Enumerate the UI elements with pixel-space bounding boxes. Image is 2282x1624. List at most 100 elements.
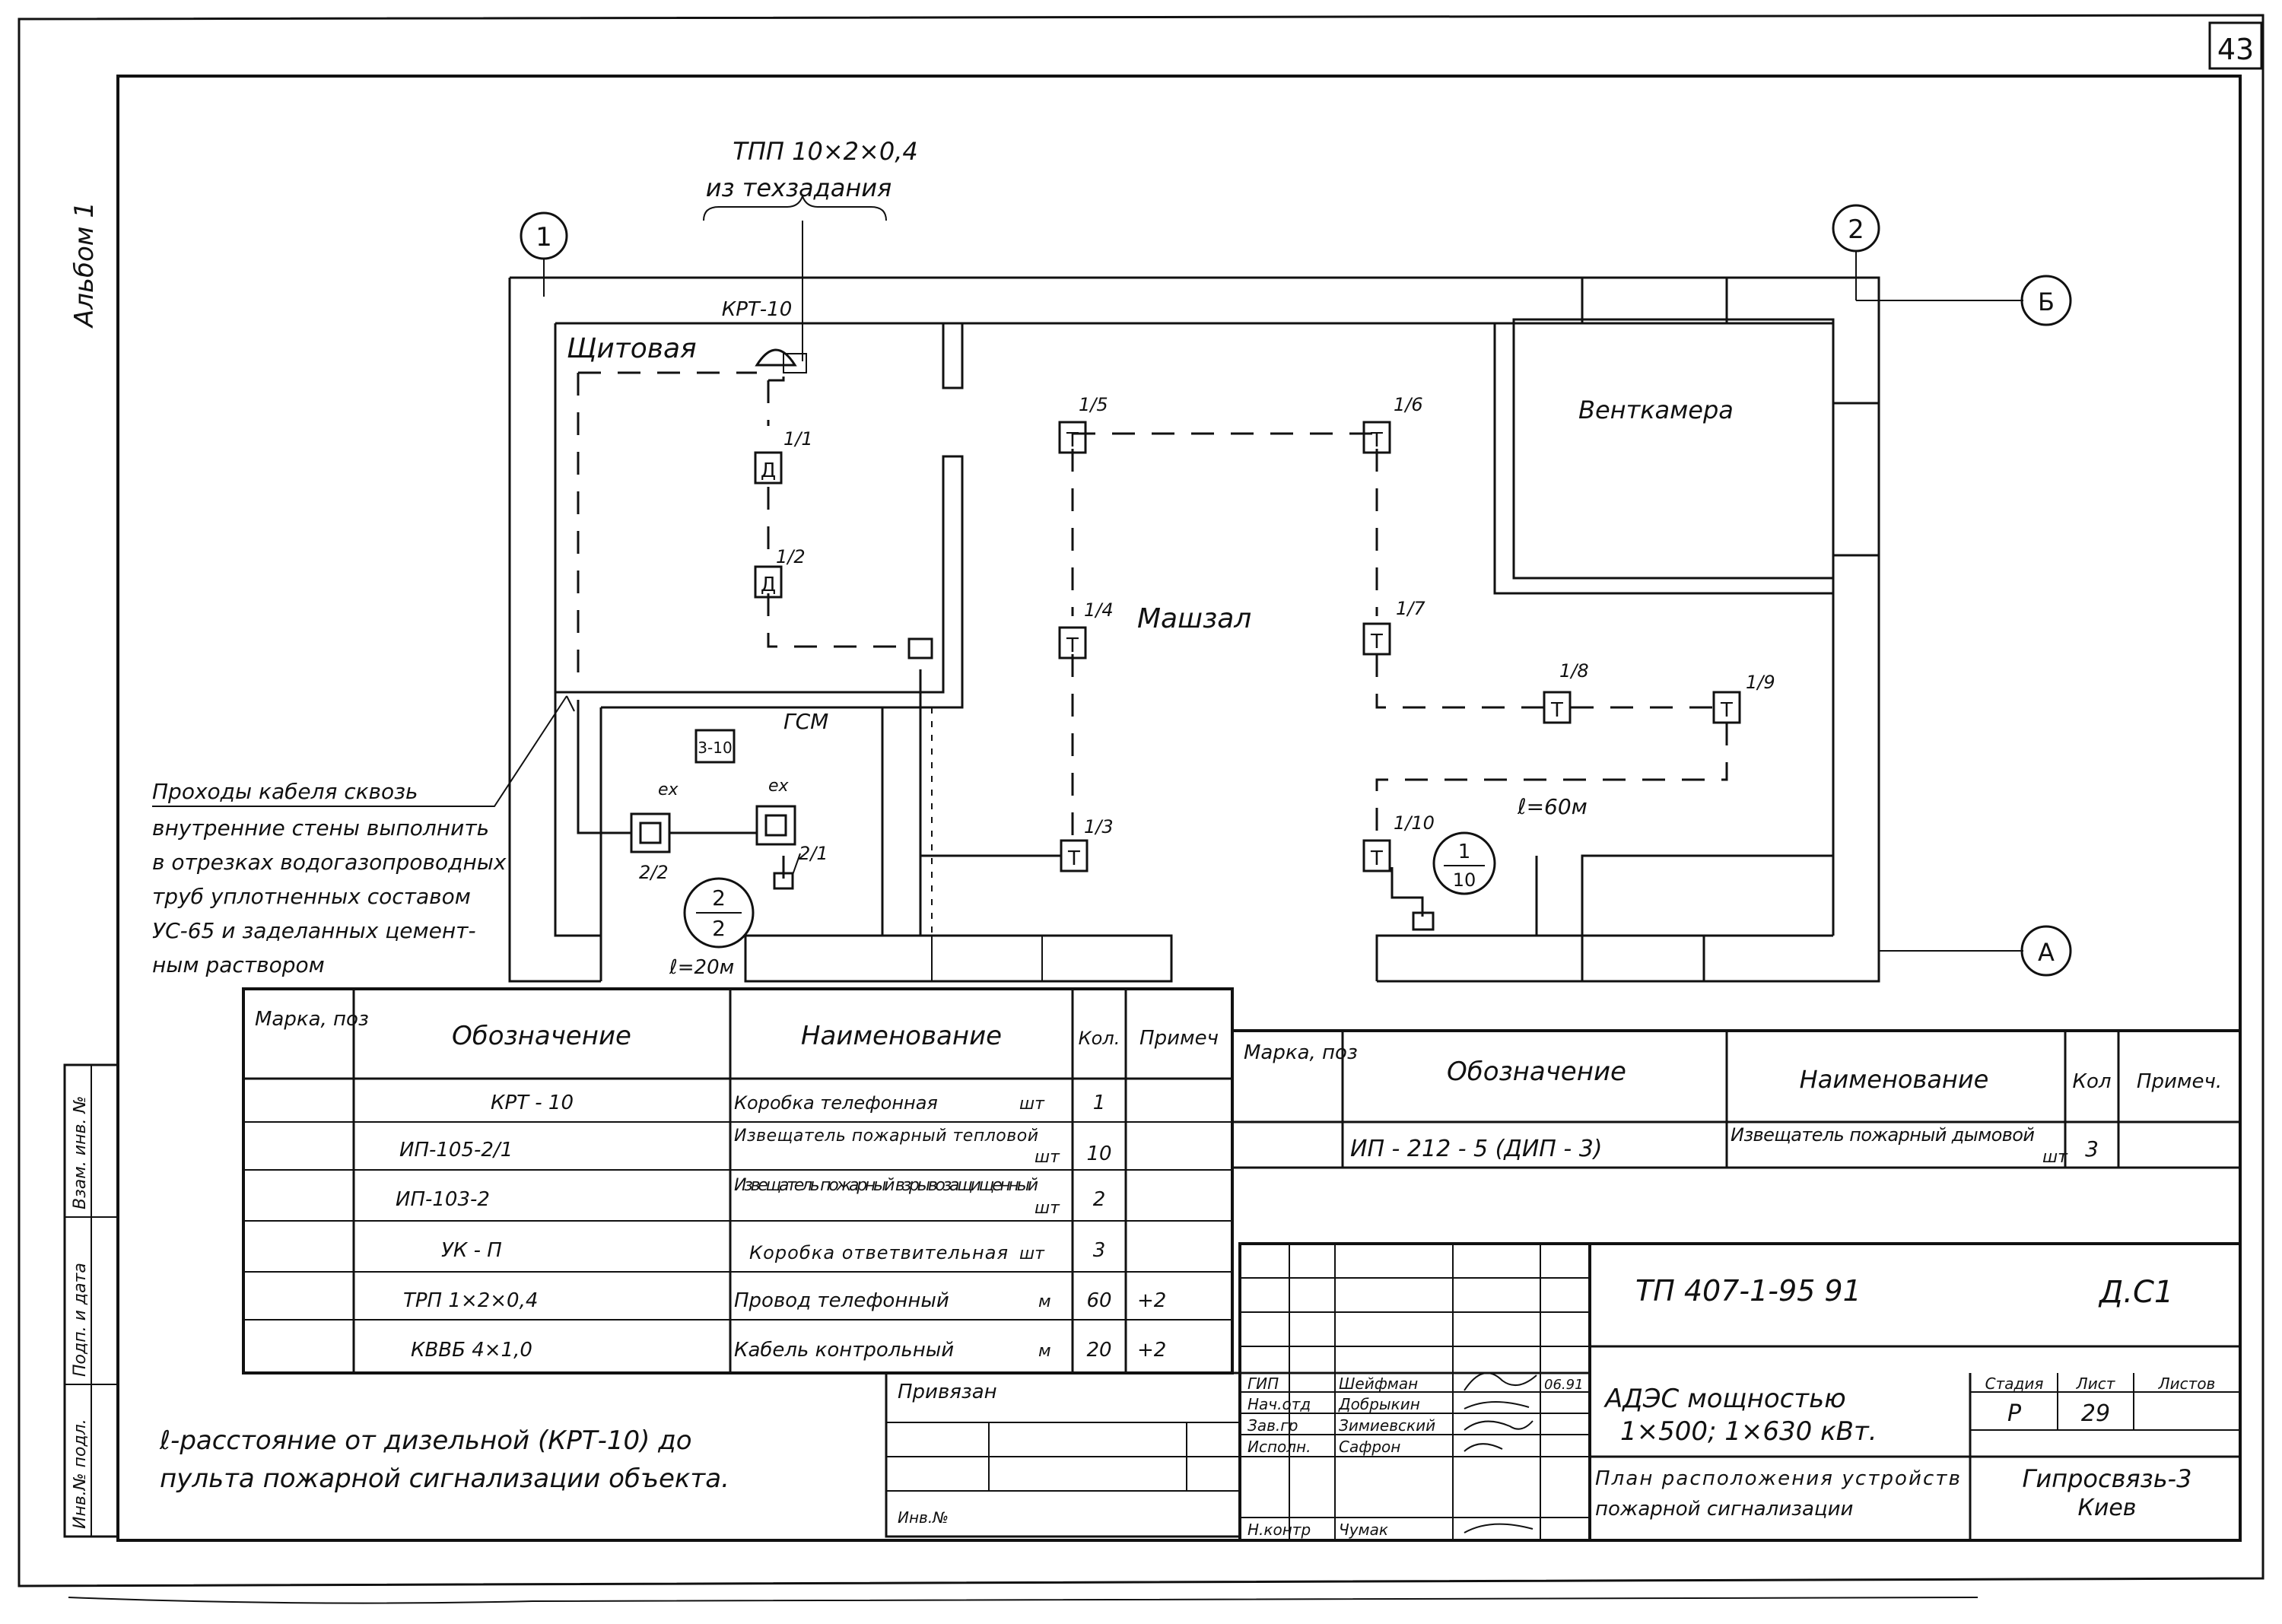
org-line-2: Киев <box>2078 1495 2137 1521</box>
page-number: 43 <box>2217 33 2254 66</box>
svg-text:Провод телефонный: Провод телефонный <box>734 1289 949 1312</box>
svg-text:шт: шт <box>1019 1244 1045 1263</box>
svg-text:в отрезках водогазопроводных: в отрезках водогазопроводных <box>152 850 507 875</box>
detector-1-3: Т <box>1060 839 1089 872</box>
junction-box-mashzal <box>1412 911 1435 931</box>
label-2-1: 2/1 <box>799 843 828 864</box>
doc-code: ТП 407-1-95 91 <box>1635 1274 1861 1308</box>
room-gsm: ГСМ <box>783 709 828 734</box>
role-nach-otd: Нач.отд <box>1247 1395 1311 1413</box>
label-1-3: 1/3 <box>1084 816 1114 837</box>
inv-small-label: Инв.№ <box>898 1508 949 1527</box>
svg-text:1: 1 <box>1458 841 1471 863</box>
tl-row-5: ТРП 1×2×0,4 Провод телефонный м 60 +2 <box>403 1289 1166 1312</box>
org-line-1: Гипросвязь-3 <box>2023 1464 2192 1493</box>
detector-1-10: Т <box>1362 839 1391 872</box>
svg-text:шт: шт <box>1035 1148 1060 1167</box>
label-1-10: 1/10 <box>1394 812 1435 834</box>
role-n-kontr: Н.контр <box>1247 1521 1311 1539</box>
svg-text:2: 2 <box>712 885 726 911</box>
room-mashzal: Машзал <box>1137 603 1251 634</box>
label-1-1: 1/1 <box>783 428 813 450</box>
svg-text:УС-65 и заделанных цемент-: УС-65 и заделанных цемент- <box>152 918 476 943</box>
svg-text:м: м <box>1038 1292 1051 1311</box>
label-1-9: 1/9 <box>1746 672 1775 693</box>
name-ispoln: Сафрон <box>1339 1438 1400 1456</box>
box-3-10 <box>694 729 736 764</box>
svg-text:ИП - 212 - 5 (ДИП - 3): ИП - 212 - 5 (ДИП - 3) <box>1350 1136 1603 1162</box>
svg-text:шт: шт <box>1035 1199 1060 1218</box>
label-ex-2: ex <box>768 777 790 796</box>
label-1-4: 1/4 <box>1084 599 1114 621</box>
svg-text:Коробка телефонная: Коробка телефонная <box>734 1092 938 1114</box>
svg-text:КВВБ 4×1,0: КВВБ 4×1,0 <box>411 1339 532 1362</box>
footnote: ℓ-расстояние от дизельной (КРТ-10) до пу… <box>159 1425 729 1494</box>
tl-row-3: ИП-103-2 Извещатель пожарный взрывозащищ… <box>396 1176 1105 1218</box>
room-shitovaya: Щитовая <box>567 333 697 364</box>
svg-text:УК - П: УК - П <box>441 1239 502 1262</box>
tr-h-note: Примеч. <box>2137 1070 2222 1093</box>
label-ex-1: ex <box>658 780 679 799</box>
cable-passage-note: Проходы кабеля сквозь внутренние стены в… <box>152 779 507 977</box>
svg-text:2: 2 <box>712 916 726 941</box>
tr-h-name: Наименование <box>1800 1065 1989 1094</box>
side-stamp-vzam-inv: Взам. инв. № <box>71 1096 90 1209</box>
tr-h-qty: Кол <box>2073 1070 2112 1093</box>
sign-date: 06.91 <box>1544 1377 1584 1393</box>
svg-text:Т: Т <box>1370 847 1383 870</box>
name-nach-otd: Добрыкин <box>1338 1395 1420 1413</box>
svg-text:10: 10 <box>1453 869 1476 891</box>
role-ispoln: Исполн. <box>1247 1438 1311 1456</box>
svg-text:внутренние стены выполнить: внутренние стены выполнить <box>152 815 489 841</box>
svg-text:Коробка ответвительная: Коробка ответвительная <box>749 1242 1008 1263</box>
spec-table-left: Марка, поз Обозначение Наименование Кол.… <box>242 987 1234 1375</box>
drawing-line-2: пожарной сигнализации <box>1595 1498 1853 1521</box>
floor-plan: 1 2 Б А ТПП 10×2×0,4 из техзадания КРТ-1… <box>152 137 2072 983</box>
signatures <box>1464 1372 1537 1533</box>
label-1-8: 1/8 <box>1559 660 1589 682</box>
sheets-header: Листов <box>2158 1375 2216 1393</box>
stage-header: Стадия <box>1985 1375 2044 1393</box>
axis-1-label: 1 <box>536 222 552 253</box>
svg-text:пульта пожарной сигнализации о: пульта пожарной сигнализации объекта. <box>160 1464 729 1494</box>
sheet-value: 29 <box>2081 1400 2110 1427</box>
svg-text:Д: Д <box>761 574 776 596</box>
tr-h-code: Обозначение <box>1447 1057 1626 1087</box>
room-ventkamera: Венткамера <box>1578 396 1734 424</box>
svg-text:Т: Т <box>1720 699 1733 722</box>
krt-label: КРТ-10 <box>722 298 793 321</box>
tl-row-4: УК - П Коробка ответвительная шт 3 <box>441 1239 1105 1263</box>
svg-text:+2: +2 <box>1137 1289 1166 1312</box>
svg-text:Д: Д <box>761 459 776 482</box>
detector-1-8: Т <box>1543 691 1572 724</box>
svg-text:ИП-105-2/1: ИП-105-2/1 <box>399 1139 513 1162</box>
tr-row-1: ИП - 212 - 5 (ДИП - 3) Извещатель пожарн… <box>1350 1124 2099 1167</box>
svg-text:шт: шт <box>2042 1148 2068 1167</box>
tl-h-name: Наименование <box>801 1021 1002 1051</box>
detector-1-5: Т <box>1058 421 1087 454</box>
detector-1-2: Д <box>754 565 783 599</box>
svg-text:10: 10 <box>1086 1143 1111 1165</box>
axis-b-label: Б <box>2038 288 2055 316</box>
privyazan-block: Привязан Инв.№ <box>885 1371 1241 1538</box>
axis-2-label: 2 <box>1848 215 1864 245</box>
tl-h-note: Примеч <box>1139 1027 1219 1050</box>
stage-value: Р <box>2007 1400 2022 1427</box>
detector-2-2 <box>630 812 671 853</box>
svg-text:1: 1 <box>1093 1092 1106 1114</box>
svg-text:3: 3 <box>2085 1136 2099 1162</box>
drawing-frame <box>116 75 2242 1542</box>
detector-1-1: Д <box>754 451 783 485</box>
spec-table-right: Марка, поз Обозначение Наименование Кол … <box>1232 1029 2240 1169</box>
title-block: ГИП Шейфман Нач.отд Добрыкин Зав.гр Зими… <box>1238 1242 2242 1542</box>
junction-box-gsm <box>773 872 794 890</box>
label-1-6: 1/6 <box>1394 394 1423 415</box>
detector-1-4: Т <box>1058 626 1087 659</box>
svg-text:Т: Т <box>1066 634 1079 657</box>
project-line-2: 1×500; 1×630 кВт. <box>1620 1416 1877 1447</box>
name-gip: Шейфман <box>1339 1375 1418 1393</box>
tl-row-6: КВВБ 4×1,0 Кабель контрольный м 20 +2 <box>411 1339 1166 1362</box>
axis-a-label: А <box>2038 938 2055 967</box>
detector-2-1 <box>755 805 796 846</box>
